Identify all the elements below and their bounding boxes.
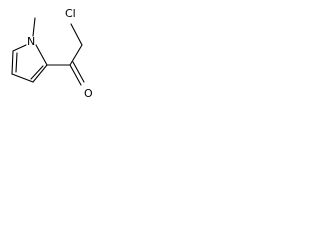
atom-label-o: O [84, 87, 93, 100]
structure-drawing: N Cl O [11, 7, 93, 100]
atom-label-n: N [27, 35, 35, 48]
bond-carbonyl-oxygen [69, 64, 82, 86]
molecule-canvas: N Cl O [0, 0, 133, 120]
bond-c4-c5-double [15, 52, 18, 73]
atom-label-cl: Cl [65, 7, 76, 20]
bond-c4-c5 [11, 50, 14, 75]
bond-n-c2 [35, 44, 48, 66]
bond-n-methyl [32, 17, 36, 37]
bond-c3-c4 [11, 73, 34, 83]
bond-c2-c3-double [30, 65, 44, 80]
bond-ch2-cl [70, 23, 83, 46]
bond-carbonyl-oxygen-double [72, 61, 85, 83]
bond-carbonyl-ch2 [69, 44, 83, 66]
bond-c2-c3 [32, 64, 48, 83]
bond-c5-n [12, 44, 27, 52]
